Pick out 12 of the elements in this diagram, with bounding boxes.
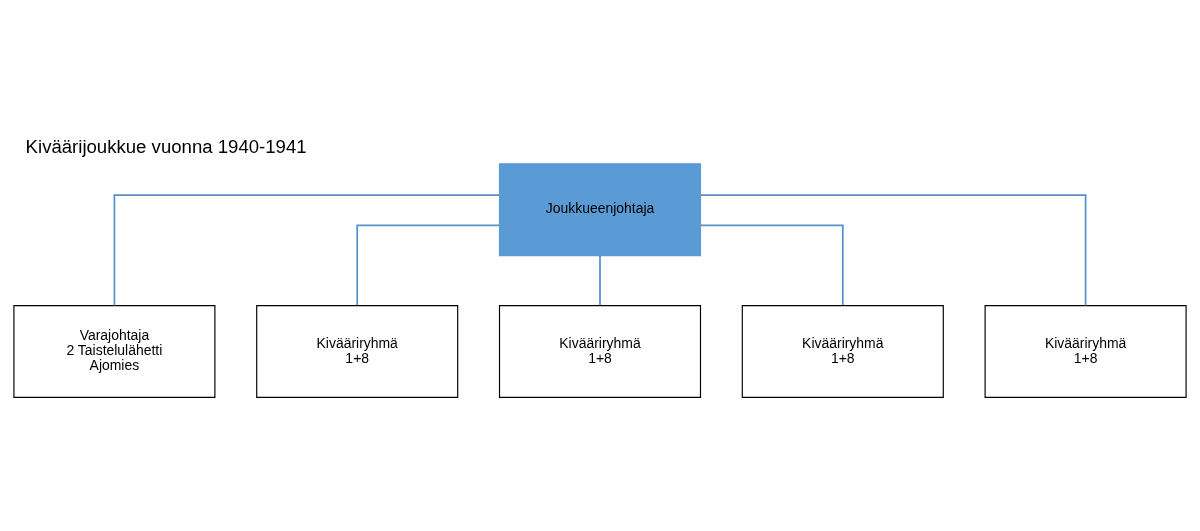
connector bbox=[356, 224, 501, 307]
node-box: Varajohtaja 2 Taistelulähetti Ajomies bbox=[13, 305, 216, 398]
node-box: Kivääriryhmä 1+8 bbox=[984, 305, 1187, 398]
diagram-title: Kiväärijoukkue vuonna 1940-1941 bbox=[25, 136, 307, 158]
node-box: Kivääriryhmä 1+8 bbox=[498, 305, 702, 398]
node-box: Kivääriryhmä 1+8 bbox=[741, 305, 944, 398]
connector bbox=[699, 194, 1087, 307]
node-box: Kivääriryhmä 1+8 bbox=[256, 305, 459, 398]
node-box: Joukkueenjohtaja bbox=[498, 163, 702, 257]
connector bbox=[699, 224, 844, 307]
connector bbox=[113, 194, 501, 307]
connector bbox=[599, 254, 601, 307]
